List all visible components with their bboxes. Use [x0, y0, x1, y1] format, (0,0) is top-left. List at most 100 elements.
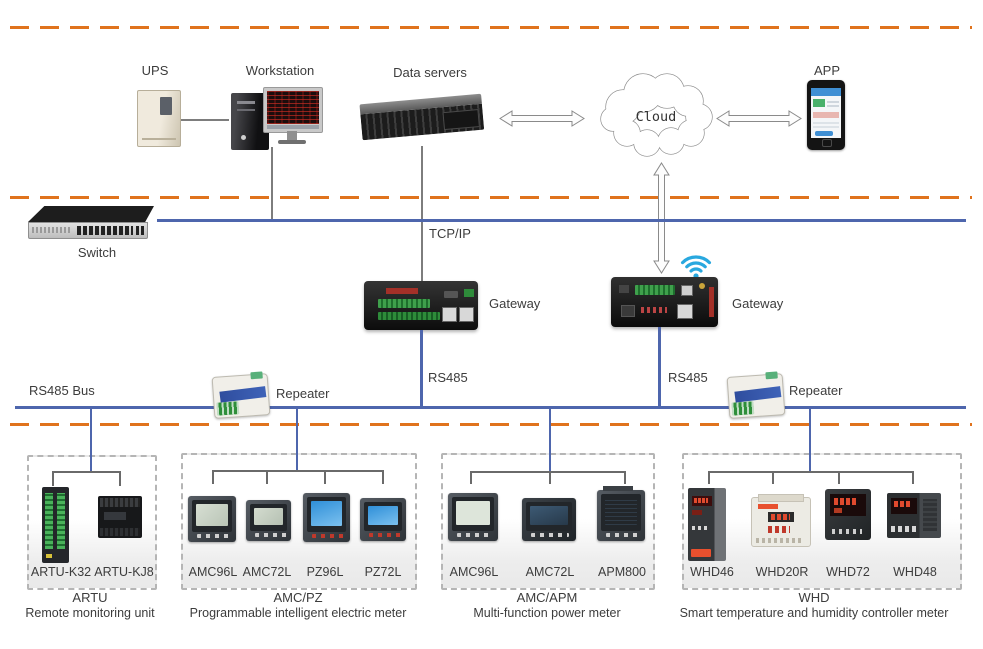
switch-grill [32, 227, 70, 233]
phone-home-button [822, 139, 832, 147]
group-subtitle-artu: Remote monitoring unit [25, 606, 155, 620]
repeater-right-stripe [734, 386, 782, 403]
whd20r-image [751, 494, 811, 547]
amc72l-buttons [255, 533, 287, 537]
repeater-right-terminals [731, 401, 755, 416]
bracket-amcpz-drop4 [382, 470, 384, 484]
switch-ports [77, 226, 133, 235]
bus-drop-artu [90, 408, 92, 472]
repeater-right-top-terminal [765, 371, 778, 380]
model-label-apm800: APM800 [598, 565, 646, 579]
section-divider-middle [10, 196, 972, 199]
pz72l-buttons [369, 533, 402, 537]
bus-drop-amc-pz [296, 408, 298, 471]
model-label-whd46: WHD46 [690, 565, 734, 579]
apm-amc72l-image [522, 498, 576, 541]
workstation-tower-image [231, 93, 269, 150]
gateway-right-leds [641, 307, 667, 313]
repeater-left-label: Repeater [276, 386, 330, 401]
whd72-display [830, 494, 866, 516]
model-label-pz72l: PZ72L [364, 565, 402, 579]
server-gateway-drop [421, 146, 423, 282]
pz96l-image [303, 493, 350, 542]
bracket-amcpz-drop3 [324, 470, 326, 484]
gateway-right-terminals [635, 285, 675, 295]
phone-list-rows2 [813, 121, 839, 128]
rs485-bus-label: RS485 Bus [29, 383, 95, 398]
gateway-left-label: Gateway [489, 296, 541, 311]
artu-kj8-image [98, 496, 142, 538]
gateway-right-antenna-port [699, 283, 705, 289]
bracket-amcapm-drop2 [549, 471, 551, 484]
gateway-left-serial [444, 291, 458, 298]
server-io-panel [442, 109, 480, 131]
tower-power-button [241, 135, 246, 140]
server-cloud-arrow [499, 110, 585, 127]
group-subtitle-amc-pz: Programmable intelligent electric meter [189, 606, 407, 620]
workstation-monitor-image [263, 87, 323, 147]
gateway-right-usb [621, 305, 635, 317]
rs485-left-label: RS485 [428, 370, 468, 385]
switch-top [28, 206, 154, 222]
group-subtitle-amc-apm: Multi-function power meter [473, 606, 621, 620]
switch-front [28, 222, 148, 239]
gateway-right-sim [681, 285, 693, 296]
whd46-brand-tag [691, 549, 711, 557]
artu-kj8-bottom-terminals [100, 528, 140, 536]
bracket-amcpz-drop1 [212, 470, 214, 484]
apm800-lcd [605, 498, 637, 525]
switch-label: Switch [77, 245, 117, 260]
whd20r-buttons [768, 526, 790, 533]
phone-action-button [815, 131, 833, 136]
ups-panel [160, 97, 172, 115]
gateway-right-eth-port [677, 304, 693, 319]
group-title-whd: WHD [798, 590, 830, 605]
whd48-digits [894, 501, 912, 507]
artu-kj8-label-area [104, 512, 126, 520]
app-phone-image [807, 80, 845, 150]
bus-drop-whd [809, 408, 811, 472]
gateway-left-rs485-drop [420, 330, 423, 407]
model-label-amc96l: AMC96L [188, 565, 238, 579]
phone-list-rows [827, 99, 839, 107]
amc72l-lcd [254, 508, 283, 525]
whd46-buttons [692, 526, 710, 530]
phone-app-header [811, 88, 841, 96]
ups-image [137, 90, 181, 147]
workstation-lan-drop [271, 147, 273, 220]
model-label-whd72: WHD72 [826, 565, 870, 579]
model-label-apm-amc72l: AMC72L [525, 565, 575, 579]
artu-k32-led [46, 554, 52, 558]
bracket-artu-drop1 [52, 471, 54, 486]
gateway-left-terminals [378, 299, 430, 308]
whd72-image [825, 489, 871, 540]
tower-drive-slot [237, 101, 255, 104]
phone-alert-row [813, 112, 839, 118]
gateway-right-label: Gateway [732, 296, 784, 311]
data-servers-label: Data servers [393, 65, 467, 80]
repeater-left-terminals [216, 401, 240, 416]
group-title-amc-pz: AMC/PZ [273, 590, 323, 605]
artu-kj8-top-terminals [100, 498, 140, 507]
repeater-left-image [211, 371, 271, 419]
apm-amc96l-lcd [456, 501, 490, 525]
repeater-right-label: Repeater [789, 383, 843, 398]
whd20r-digits [771, 514, 790, 520]
repeater-right-image [726, 371, 786, 419]
amc72l-image [246, 500, 291, 541]
bracket-amcpz-drop2 [266, 470, 268, 484]
apm800-top-tabs [603, 486, 633, 491]
workstation-label: Workstation [245, 63, 315, 78]
cloud-gateway-arrow [653, 162, 670, 274]
cloud-shape: Cloud [594, 66, 718, 160]
amc96l-image [188, 496, 236, 542]
gateway-right-side-tag [709, 287, 714, 317]
monitor-base [278, 140, 306, 144]
artu-k32-terminals2 [57, 493, 65, 549]
bracket-artu-drop2 [119, 471, 121, 486]
tcpip-label: TCP/IP [429, 226, 471, 241]
bracket-whd-drop3 [838, 471, 840, 484]
gateway-left-tag [386, 288, 418, 294]
monitor-frame [263, 87, 323, 133]
bracket-whd-drop1 [708, 471, 710, 484]
